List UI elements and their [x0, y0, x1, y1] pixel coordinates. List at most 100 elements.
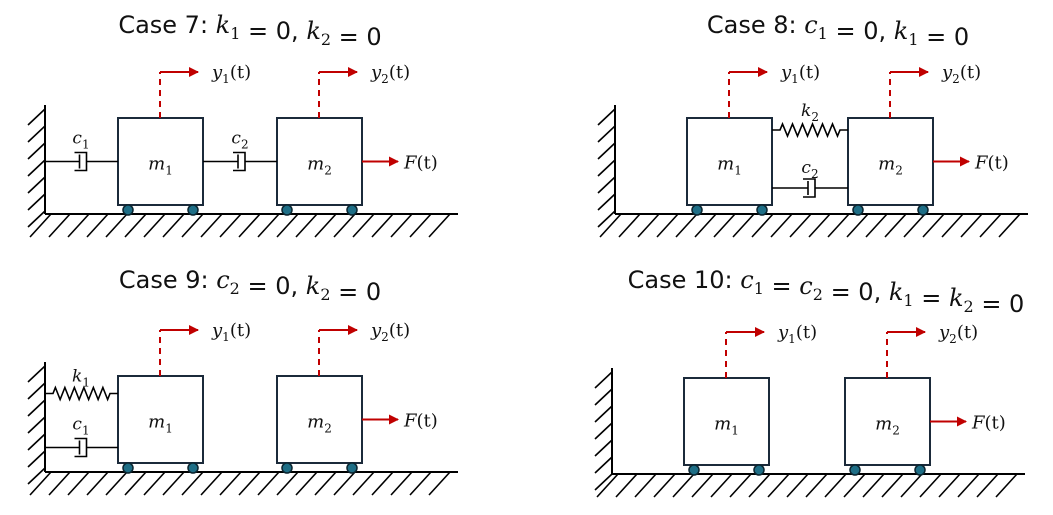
displacement-1-label-symbol: y — [211, 320, 223, 341]
coupling-damper — [772, 178, 848, 198]
wall-hatch — [594, 388, 613, 406]
displacement-1-label: y1(t) — [211, 62, 251, 86]
mass-2-label: m2 — [878, 154, 903, 178]
wheel-left — [691, 204, 703, 216]
ground-hatch — [998, 213, 1021, 238]
ground-hatch — [748, 473, 771, 498]
mass-1-block — [683, 377, 770, 466]
mass-2-label: m2 — [307, 154, 332, 178]
panel-title-symbol: c — [804, 11, 817, 39]
wall-hatch — [597, 142, 616, 160]
ground-hatch — [941, 213, 964, 238]
wheel-right — [346, 204, 358, 216]
panel-title-symbol: k — [306, 17, 321, 45]
ground-hatch — [428, 213, 451, 238]
ground-hatch — [884, 213, 907, 238]
ground-hatch — [824, 473, 847, 498]
ground-hatch — [86, 471, 109, 496]
coupling-spring-label: k2 — [801, 101, 819, 124]
mass-1-label-subscript: 1 — [165, 164, 173, 178]
mass-1-block — [117, 375, 204, 464]
mass-2-block — [844, 377, 931, 466]
ground-hatch — [976, 473, 999, 498]
mass-2: m2 — [276, 375, 363, 474]
mass-1: m1 — [686, 117, 773, 216]
wall-damper-label-symbol: c — [72, 129, 82, 149]
panel-title-symbol: k — [306, 272, 321, 300]
wall-hatch — [27, 176, 46, 194]
panel-title-text: = 0 — [331, 23, 382, 51]
coupling-spring-label-symbol: k — [801, 101, 811, 121]
displacement-1-label-subscript: 1 — [222, 72, 230, 86]
mass-2-label-subscript: 2 — [324, 422, 332, 436]
panel-title-text: = 0, — [823, 278, 889, 306]
mass-2-label-subscript: 2 — [895, 164, 903, 178]
ground-hatch — [124, 213, 147, 238]
wall-hatch — [27, 193, 46, 211]
panel-title-text: = 0, — [828, 17, 894, 45]
coupling-damper-label: c2 — [231, 129, 248, 152]
mass-1: m1 — [117, 375, 204, 474]
force: F(t) — [362, 153, 438, 174]
wheel-left — [281, 204, 293, 216]
displacement-2-label-argument: (t) — [389, 62, 410, 83]
panel-title-symbol: c — [216, 266, 229, 294]
force-label-argument: (t) — [985, 413, 1006, 434]
ground-hatch — [729, 473, 752, 498]
mass-2: m2 — [276, 117, 363, 216]
wall-hatch — [594, 422, 613, 440]
coupling-spring — [772, 121, 848, 139]
ground-hatch — [67, 213, 90, 238]
displacement-2: y2(t) — [886, 322, 978, 378]
wheel-left — [122, 462, 134, 474]
panel-title-symbol: c — [740, 266, 753, 294]
wheel-right — [187, 204, 199, 216]
ground-hatch — [881, 473, 904, 498]
ground-hatch — [808, 213, 831, 238]
force-label: F(t) — [403, 153, 438, 174]
force: F(t) — [933, 153, 1009, 174]
displacement-1-label-subscript: 1 — [791, 72, 799, 86]
ground-hatch — [770, 213, 793, 238]
panel-title-subscript: 1 — [230, 24, 240, 43]
ground-hatch — [599, 213, 622, 238]
wall-hatch — [594, 405, 613, 423]
wall-spring-label: k1 — [72, 367, 90, 390]
panel-title-subscript: 2 — [320, 285, 330, 304]
ground-hatch — [691, 473, 714, 498]
panel-title-text: = 0 — [331, 278, 382, 306]
force: F(t) — [930, 413, 1006, 434]
wall-hatch — [594, 439, 613, 457]
wall-damper-label-subscript: 1 — [82, 424, 90, 438]
mass-1-label-subscript: 1 — [734, 164, 742, 178]
force: F(t) — [362, 411, 438, 432]
panel-title-text: = 0 — [974, 290, 1025, 318]
mass-1-label-symbol: m — [717, 154, 734, 175]
panel-title-text: = 0, — [240, 17, 306, 45]
ground-hatch — [995, 473, 1018, 498]
ground-hatch — [656, 213, 679, 238]
ground-hatch — [938, 473, 961, 498]
mass-1-label: m1 — [148, 154, 173, 178]
coupling-damper-label-symbol: c — [801, 158, 811, 178]
ground-hatch — [805, 473, 828, 498]
ground-hatch — [390, 471, 413, 496]
displacement-1: y1(t) — [159, 320, 251, 376]
ground-hatch — [86, 213, 109, 238]
ground-hatch — [390, 213, 413, 238]
ground-hatch — [409, 471, 432, 496]
wall-damper — [45, 437, 118, 458]
mass-1-label-symbol: m — [148, 154, 165, 175]
mass-2-label-symbol: m — [307, 154, 324, 175]
panel-title-subscript: 1 — [908, 30, 918, 49]
ground — [596, 473, 1025, 498]
force-label-symbol: F — [403, 153, 418, 174]
coupling-damper-label: c2 — [801, 158, 818, 181]
ground-hatch — [48, 213, 71, 238]
panel-title-text: = 0, — [240, 272, 306, 300]
panel-title-prefix: Case 8: — [707, 11, 804, 39]
mass-1-label: m1 — [714, 414, 739, 438]
